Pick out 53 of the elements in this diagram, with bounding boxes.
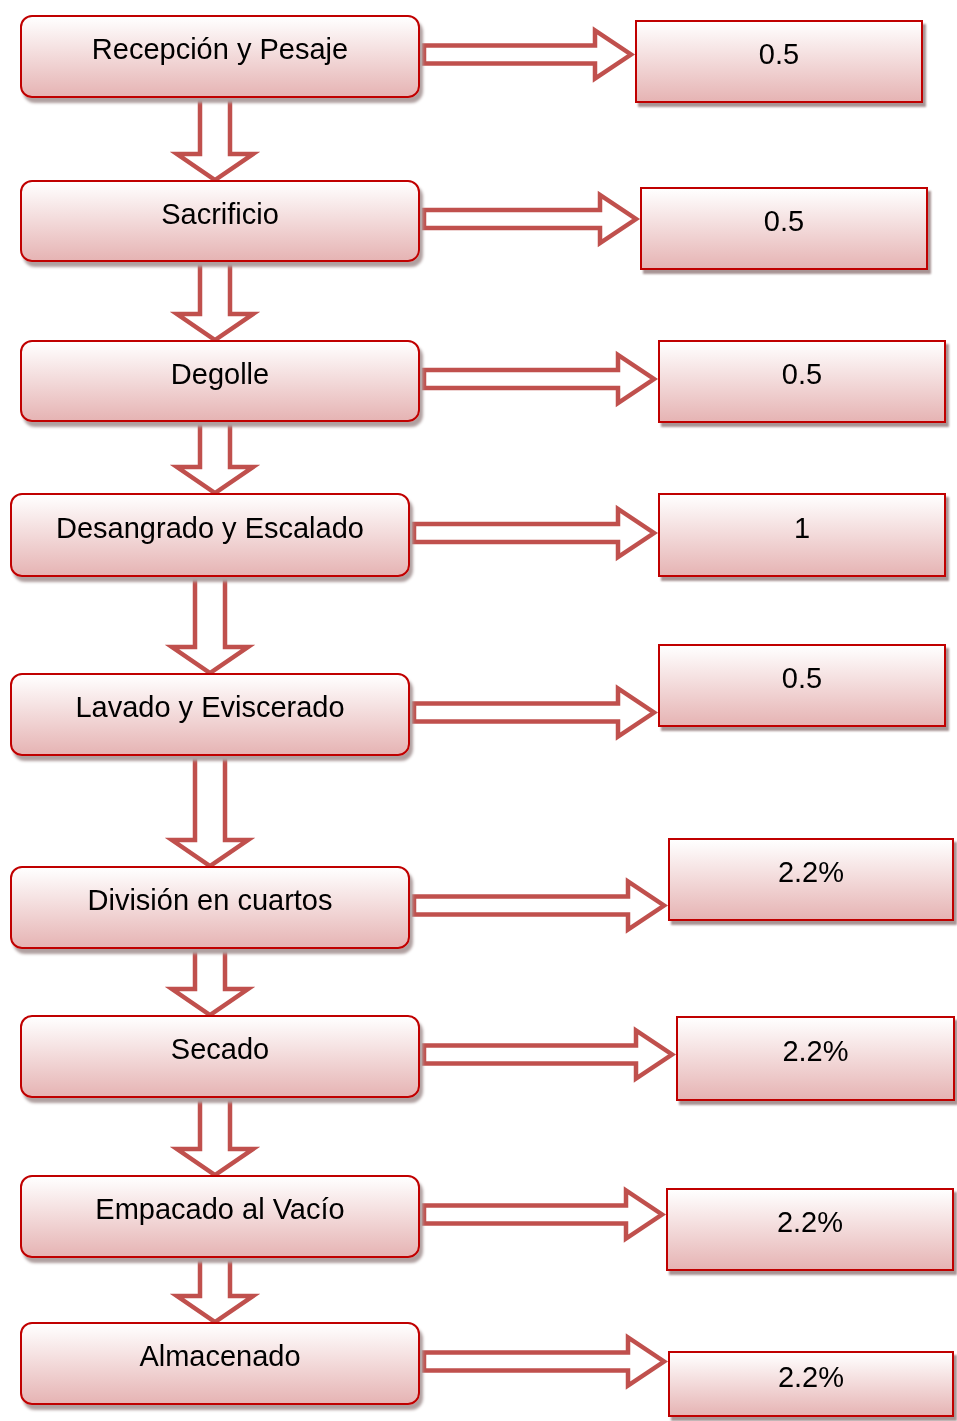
value-box — [635, 20, 923, 103]
value-box — [666, 1188, 954, 1271]
value-box — [640, 187, 928, 270]
process-box — [20, 340, 420, 422]
block-arrow — [421, 1026, 677, 1083]
block-arrow — [411, 684, 659, 741]
value-label: 0.5 — [763, 205, 805, 238]
step-label: Sacrificio — [161, 197, 279, 231]
step-label: Empacado al Vacío — [95, 1193, 345, 1226]
step-label: División en cuartos — [87, 884, 333, 917]
block-arrow — [169, 1255, 261, 1325]
value-box — [676, 1016, 955, 1101]
process-box — [20, 1322, 420, 1405]
process-box — [20, 180, 420, 262]
value-box — [668, 838, 954, 921]
block-arrow — [169, 259, 261, 343]
step-label: Desangrado y Escalado — [56, 511, 364, 545]
process-box — [20, 1015, 420, 1098]
step-label: Almacenado — [139, 1340, 301, 1373]
value-box — [668, 1351, 954, 1417]
value-label: 0.5 — [781, 662, 823, 695]
block-arrow — [421, 350, 659, 408]
block-arrow — [164, 946, 256, 1018]
value-label: 2.2% — [782, 1035, 849, 1068]
step-label: Recepción y Pesaje — [91, 33, 349, 66]
value-label: 2.2% — [777, 856, 845, 889]
step-label: Secado — [170, 1033, 270, 1066]
value-box — [658, 340, 946, 423]
value-label: 2.2% — [777, 1360, 845, 1394]
block-arrow — [411, 504, 659, 562]
block-arrow — [421, 1186, 667, 1243]
value-label: 0.5 — [781, 358, 823, 391]
block-arrow — [411, 877, 669, 934]
block-arrow — [169, 1095, 261, 1178]
process-box — [20, 15, 420, 98]
block-arrow — [421, 1333, 669, 1390]
block-arrow — [421, 190, 641, 248]
value-label: 1 — [793, 511, 811, 545]
value-box — [658, 493, 946, 577]
block-arrow — [169, 419, 261, 496]
block-arrow — [169, 95, 261, 183]
value-label: 2.2% — [776, 1206, 844, 1239]
value-box — [658, 644, 946, 727]
process-box — [10, 866, 410, 949]
process-box — [20, 1175, 420, 1258]
value-label: 0.5 — [758, 38, 800, 71]
step-label: Lavado y Eviscerado — [75, 691, 345, 724]
process-box — [10, 673, 410, 756]
step-label: Degolle — [170, 357, 270, 391]
block-arrow — [164, 574, 256, 676]
block-arrow — [164, 753, 256, 869]
block-arrow — [421, 26, 636, 83]
process-box — [10, 493, 410, 577]
